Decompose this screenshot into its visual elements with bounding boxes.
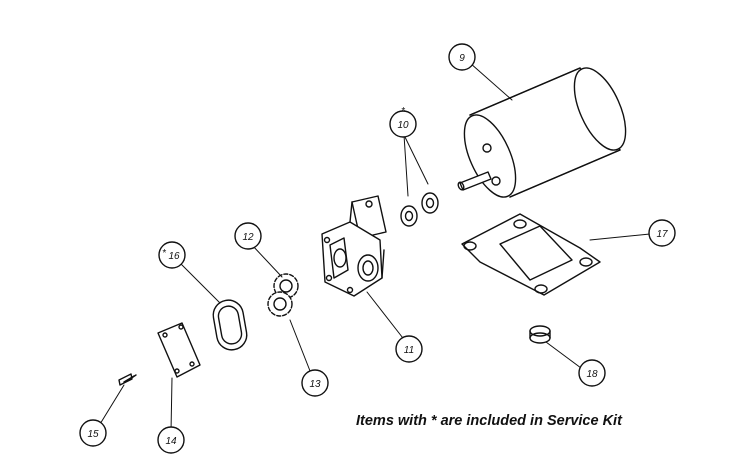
o-ring-part — [212, 299, 248, 351]
leader-line-13 — [289, 319, 313, 377]
callout-label-11: 11 — [404, 345, 414, 356]
callout-label-16: 16 — [168, 251, 180, 262]
leader-line-16 — [179, 262, 221, 304]
fitting-part — [529, 325, 551, 344]
gear-pair-part — [267, 273, 299, 317]
leader-line-12 — [251, 244, 283, 278]
leader-line-10a — [403, 134, 409, 197]
callout-circle-13 — [301, 369, 329, 397]
leader-line-15 — [96, 384, 125, 430]
callout-circle-11 — [395, 335, 423, 363]
pump-housing-part — [321, 195, 387, 297]
leader-line-9 — [469, 62, 513, 101]
callout-label-9: 9 — [459, 53, 465, 64]
callout-circle-15 — [79, 419, 107, 447]
callout-circle-10 — [389, 110, 417, 138]
callout-label-12: 12 — [242, 232, 254, 243]
callout-circle-9 — [448, 43, 476, 71]
callout-circle-14 — [157, 426, 185, 454]
callout-circle-18 — [578, 359, 606, 387]
leader-line-18 — [545, 341, 582, 369]
callout-label-15: 15 — [87, 429, 99, 440]
screw-part — [118, 373, 137, 386]
callout-label-10: 10 — [397, 120, 409, 131]
callout-circle-12 — [234, 222, 262, 250]
leader-line-14 — [170, 377, 173, 433]
callout-label-18: 18 — [586, 369, 598, 380]
leader-line-11 — [366, 291, 407, 343]
callout-label-14: 14 — [165, 436, 177, 447]
washer-pair-part — [400, 192, 439, 227]
callout-label-13: 13 — [309, 379, 321, 390]
callout-label-17: 17 — [656, 229, 668, 240]
asterisk-mark-16: * — [162, 248, 167, 259]
callout-circle-16 — [158, 241, 186, 269]
callout-circle-17 — [648, 219, 676, 247]
service-kit-note: Items with * are included in Service Kit — [356, 413, 622, 429]
leader-line-10b — [403, 134, 429, 185]
motor-part — [457, 67, 627, 198]
mounting-bracket-part — [461, 213, 601, 296]
asterisk-mark-10: * — [401, 106, 406, 117]
leader-line-17 — [589, 233, 651, 241]
cover-plate-part — [157, 322, 201, 378]
